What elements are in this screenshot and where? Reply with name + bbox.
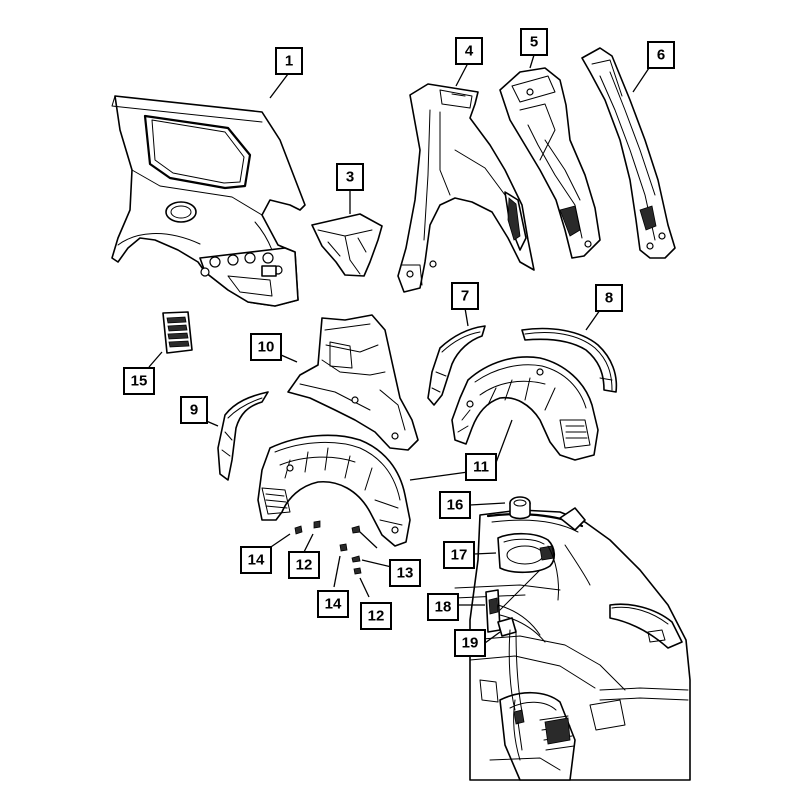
callout-12a-label: 12 [296, 557, 313, 574]
leader-lines [148, 54, 650, 644]
part-7-wheel-opening-flare [427, 325, 486, 406]
callout-18: 18 [427, 593, 459, 621]
callout-12b-label: 12 [368, 608, 385, 625]
fastener-13b [351, 555, 361, 563]
callout-11: 11 [465, 453, 497, 481]
callout-8: 8 [595, 284, 623, 312]
callout-18-label: 18 [435, 599, 452, 616]
part-8-wheel-arch-molding [521, 327, 618, 393]
callout-5: 5 [520, 28, 548, 56]
callout-7-label: 7 [461, 288, 469, 305]
callout-9-label: 9 [190, 402, 198, 419]
callout-3: 3 [336, 163, 364, 191]
callout-10-label: 10 [258, 339, 275, 356]
callout-15-label: 15 [131, 373, 148, 390]
part-3-bracket [311, 213, 383, 277]
callout-7: 7 [451, 282, 479, 310]
callout-6-label: 6 [657, 47, 665, 64]
part-18-filler-neck [485, 589, 546, 643]
part-5-d-pillar-inner [499, 67, 601, 259]
callout-14b-label: 14 [325, 596, 342, 613]
part-17-fuel-filler-housing [497, 532, 559, 611]
callout-4-label: 4 [465, 43, 474, 60]
callout-6: 6 [647, 41, 675, 69]
callout-19: 19 [454, 629, 486, 657]
part-11-wheelhouse-liner-left [257, 434, 411, 547]
callout-3-label: 3 [346, 169, 354, 186]
fastener-12a [313, 520, 321, 529]
callout-17-label: 17 [451, 547, 468, 564]
callout-14b: 14 [317, 590, 349, 618]
fastener-12b [353, 567, 362, 575]
callout-8-label: 8 [605, 290, 613, 307]
callout-13: 13 [389, 559, 421, 587]
callout-11-label: 11 [473, 459, 489, 476]
callout-15: 15 [123, 367, 155, 395]
callout-12b: 12 [360, 602, 392, 630]
callout-1-label: 1 [285, 53, 293, 70]
callout-17: 17 [443, 541, 475, 569]
callout-16: 16 [439, 491, 471, 519]
vehicle-rear-fuel-door-area [454, 507, 691, 781]
part-4-inner-quarter-panel [397, 83, 535, 293]
callout-14a-label: 14 [248, 552, 265, 569]
fastener-13a [351, 525, 361, 534]
callout-19-label: 19 [462, 635, 479, 652]
part-19-fuel-hose [497, 617, 523, 713]
callout-16-label: 16 [447, 497, 464, 514]
callout-5-label: 5 [530, 34, 538, 51]
callout-10: 10 [250, 333, 282, 361]
part-9-wheel-flare [217, 391, 269, 481]
callout-12a: 12 [288, 551, 320, 579]
part-16-fuel-cap [509, 496, 531, 520]
callout-4: 4 [455, 37, 483, 65]
callout-13-label: 13 [397, 565, 414, 582]
part-11-wheelhouse-liner-right [451, 356, 599, 461]
callout-9: 9 [180, 396, 208, 424]
fastener-14a [294, 525, 303, 535]
part-15-vent-grille [162, 311, 193, 354]
part-1-quarter-panel [111, 95, 306, 307]
callout-1: 1 [275, 47, 303, 75]
fastener-14b [339, 543, 348, 552]
callout-14a: 14 [240, 546, 272, 574]
part-10-wheelhouse-inner [287, 314, 419, 451]
part-6-pillar-reinforcement [581, 47, 676, 259]
